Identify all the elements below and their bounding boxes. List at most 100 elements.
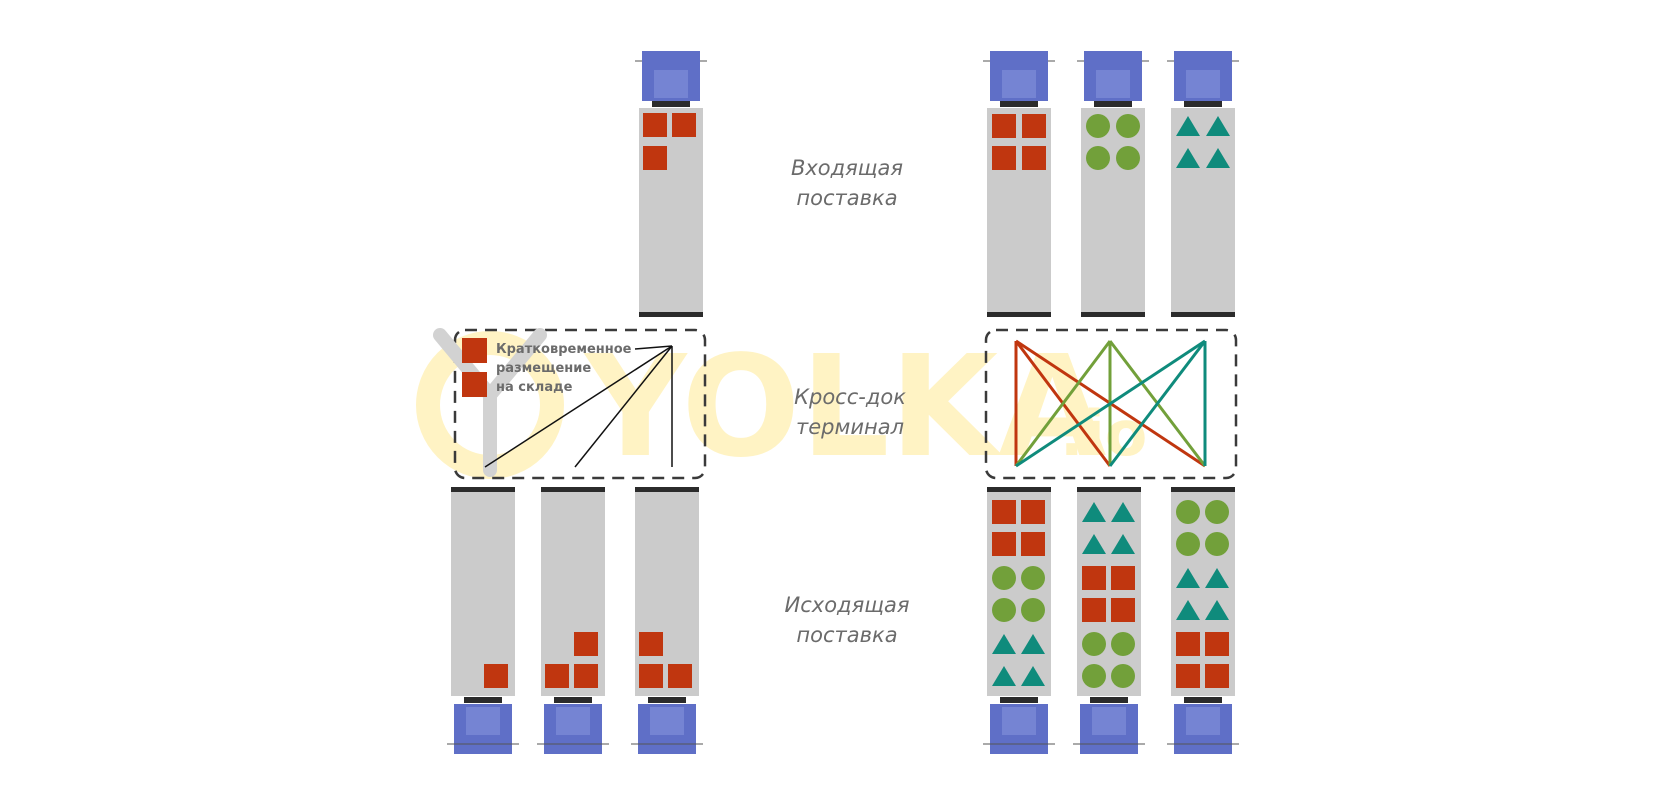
- right-outbound-truck: [1073, 487, 1145, 754]
- cargo-square: [484, 664, 508, 688]
- trailer-door: [1171, 312, 1235, 317]
- cab-window: [1092, 707, 1126, 735]
- truck-hitch: [1000, 101, 1038, 107]
- right-inbound-truck: [1077, 51, 1149, 317]
- cargo-square: [992, 532, 1016, 556]
- cargo-circle: [1116, 146, 1140, 170]
- cargo-square: [672, 113, 696, 137]
- cargo-square: [1111, 598, 1135, 622]
- inbound-label-line-1: Входящая: [791, 156, 903, 180]
- cargo-circle: [1176, 532, 1200, 556]
- cab-window: [1096, 70, 1130, 98]
- left-terminal-box: [453, 328, 707, 480]
- cargo-triangle: [1082, 534, 1106, 554]
- cargo-triangle: [1176, 148, 1200, 168]
- right-routing-lines: [1014, 339, 1207, 468]
- trailer-door: [987, 487, 1051, 492]
- storage-note-line-2: размещение: [496, 361, 591, 376]
- cargo-circle: [1111, 632, 1135, 656]
- truck-hitch: [1184, 697, 1222, 703]
- cargo-square: [992, 146, 1016, 170]
- cargo-triangle: [1205, 600, 1229, 620]
- cargo-square: [1022, 146, 1046, 170]
- storage-note-line-3: на складе: [496, 380, 573, 395]
- truck-hitch: [648, 697, 686, 703]
- trailer-door: [1171, 487, 1235, 492]
- cargo-square: [1111, 566, 1135, 590]
- cargo-triangle: [1021, 634, 1045, 654]
- cargo-square: [639, 664, 663, 688]
- trailer-door: [1081, 312, 1145, 317]
- cargo-square: [1176, 664, 1200, 688]
- cargo-square: [668, 664, 692, 688]
- cargo-circle: [992, 598, 1016, 622]
- crossdock-label-line-2: терминал: [796, 415, 904, 439]
- cargo-triangle: [1205, 568, 1229, 588]
- truck-hitch: [1094, 101, 1132, 107]
- trucks: [447, 51, 1239, 754]
- truck-trailer: [451, 492, 515, 696]
- cargo-square: [639, 632, 663, 656]
- cargo-square: [1082, 566, 1106, 590]
- cargo-triangle: [1082, 502, 1106, 522]
- left-inbound-truck: [635, 51, 707, 317]
- cargo-triangle: [1206, 116, 1230, 136]
- left-outbound-truck: [537, 487, 609, 754]
- cargo-square: [643, 146, 667, 170]
- cargo-circle: [1205, 500, 1229, 524]
- storage-box-2: [462, 372, 487, 397]
- crossdock-label-line-1: Кросс-док: [794, 385, 906, 409]
- truck-hitch: [1184, 101, 1222, 107]
- cargo-square: [1205, 664, 1229, 688]
- cargo-triangle: [1111, 534, 1135, 554]
- trailer-door: [635, 487, 699, 492]
- truck-trailer: [1171, 108, 1235, 316]
- cargo-square: [545, 664, 569, 688]
- left-outbound-truck: [631, 487, 703, 754]
- cargo-square: [1176, 632, 1200, 656]
- truck-hitch: [652, 101, 690, 107]
- truck-trailer: [1077, 492, 1141, 696]
- cab-window: [556, 707, 590, 735]
- trailer-door: [639, 312, 703, 317]
- cab-window: [650, 707, 684, 735]
- cargo-triangle: [1176, 600, 1200, 620]
- cargo-square: [1082, 598, 1106, 622]
- right-outbound-truck: [1167, 487, 1239, 754]
- cargo-square: [1021, 532, 1045, 556]
- outbound-label-line-2: поставка: [796, 623, 897, 647]
- cab-window: [1002, 70, 1036, 98]
- cargo-circle: [1086, 114, 1110, 138]
- cab-window: [1002, 707, 1036, 735]
- cargo-triangle: [992, 666, 1016, 686]
- storage-box-1: [462, 338, 487, 363]
- cargo-circle: [1082, 664, 1106, 688]
- right-inbound-truck: [983, 51, 1055, 317]
- cargo-square: [992, 500, 1016, 524]
- cargo-triangle: [1021, 666, 1045, 686]
- cargo-circle: [1086, 146, 1110, 170]
- truck-hitch: [1000, 697, 1038, 703]
- inbound-label-line-2: поставка: [796, 186, 897, 210]
- cargo-circle: [1021, 566, 1045, 590]
- truck-trailer: [635, 492, 699, 696]
- truck-trailer: [1171, 492, 1235, 696]
- trailer-door: [451, 487, 515, 492]
- cargo-circle: [1176, 500, 1200, 524]
- cargo-square: [992, 114, 1016, 138]
- cargo-square: [1021, 500, 1045, 524]
- truck-hitch: [464, 697, 502, 703]
- cargo-square: [643, 113, 667, 137]
- cargo-triangle: [1176, 568, 1200, 588]
- truck-trailer: [987, 492, 1051, 696]
- cab-window: [1186, 70, 1220, 98]
- truck-trailer: [987, 108, 1051, 316]
- truck-trailer: [639, 108, 703, 316]
- cargo-square: [1022, 114, 1046, 138]
- truck-hitch: [1090, 697, 1128, 703]
- trailer-door: [987, 312, 1051, 317]
- truck-hitch: [554, 697, 592, 703]
- cargo-circle: [1082, 632, 1106, 656]
- cargo-triangle: [1206, 148, 1230, 168]
- cargo-circle: [1021, 598, 1045, 622]
